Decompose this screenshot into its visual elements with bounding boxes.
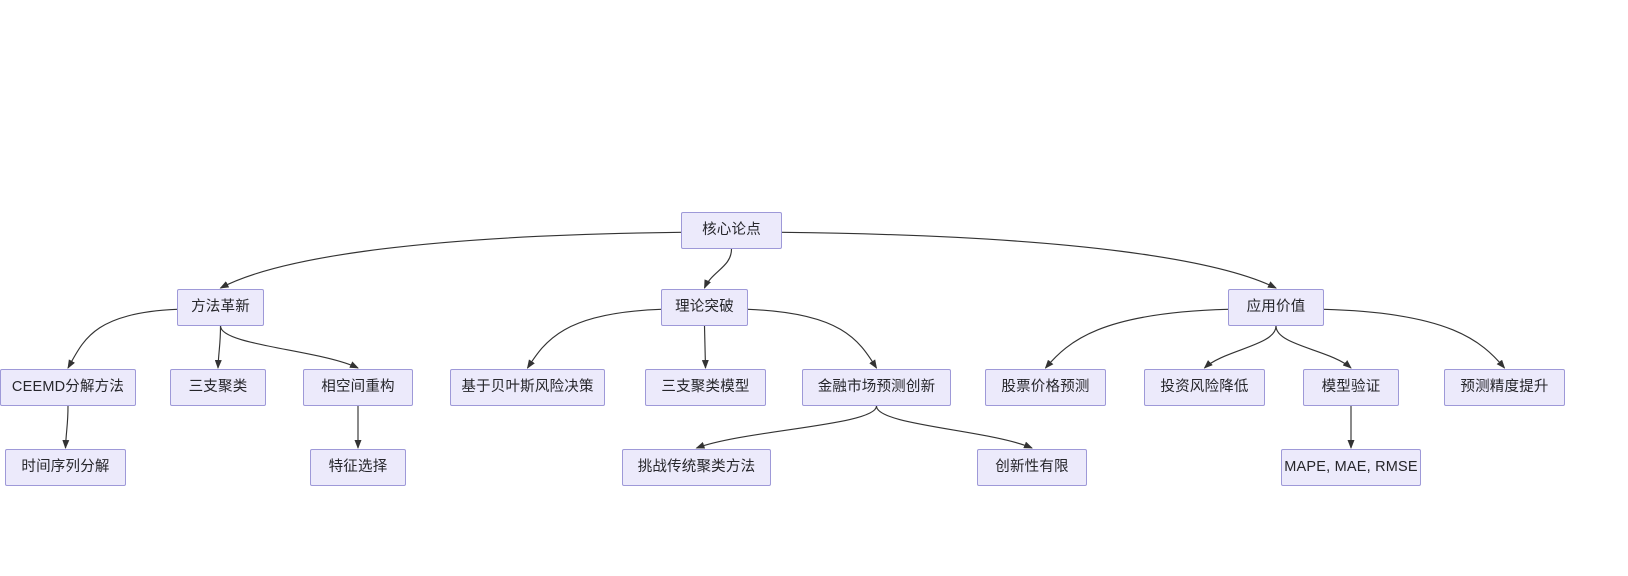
flowchart-edge	[67, 308, 178, 369]
flowchart-node[interactable]: 挑战传统聚类方法	[622, 449, 771, 486]
flowchart-edge	[1275, 325, 1352, 369]
node-label: 核心论点	[702, 222, 761, 239]
flowchart-edge	[781, 231, 1277, 289]
flowchart-node[interactable]: 相空间重构	[303, 369, 413, 406]
node-label: 相空间重构	[321, 379, 395, 396]
flowchart-node[interactable]: MAPE, MAE, RMSE	[1281, 449, 1421, 486]
node-label: 预测精度提升	[1460, 379, 1549, 396]
flowchart-edge	[1323, 308, 1506, 369]
flowchart-node[interactable]: 金融市场预测创新	[802, 369, 951, 406]
node-label: 投资风险降低	[1160, 379, 1249, 396]
flowchart-node[interactable]: 时间序列分解	[5, 449, 126, 486]
flowchart-edge	[875, 405, 1033, 449]
flowchart-edge	[219, 231, 682, 289]
node-label: 三支聚类模型	[661, 379, 750, 396]
node-label: 时间序列分解	[21, 459, 110, 476]
flowchart-edge	[695, 405, 878, 449]
flowchart-node[interactable]: 应用价值	[1228, 289, 1324, 326]
flowchart-node[interactable]: 三支聚类模型	[645, 369, 766, 406]
flowchart-edge	[703, 248, 733, 289]
node-label: 基于贝叶斯风险决策	[461, 379, 594, 396]
flowchart-node[interactable]: 基于贝叶斯风险决策	[450, 369, 605, 406]
node-label: MAPE, MAE, RMSE	[1284, 459, 1418, 476]
flowchart-node[interactable]: 三支聚类	[170, 369, 266, 406]
node-label: 挑战传统聚类方法	[637, 459, 756, 476]
node-label: 股票价格预测	[1001, 379, 1090, 396]
flowchart-node[interactable]: 模型验证	[1303, 369, 1399, 406]
flowchart-edge	[219, 325, 359, 369]
flowchart-node[interactable]: 创新性有限	[977, 449, 1087, 486]
flowchart-edge	[526, 308, 662, 369]
flowchart-edge	[747, 308, 878, 369]
node-label: 创新性有限	[995, 459, 1069, 476]
node-label: 金融市场预测创新	[817, 379, 936, 396]
flowchart-node[interactable]: 股票价格预测	[985, 369, 1106, 406]
flowchart-edge	[62, 405, 70, 449]
flowchart-edge	[1044, 308, 1229, 369]
node-label: 特征选择	[328, 459, 388, 476]
flowchart-node[interactable]: 理论突破	[661, 289, 748, 326]
node-label: 应用价值	[1246, 299, 1306, 316]
node-label: 三支聚类	[188, 379, 248, 396]
node-label: CEEMD分解方法	[11, 379, 125, 396]
node-label: 模型验证	[1321, 379, 1381, 396]
flowchart-edge	[1203, 325, 1277, 369]
flowchart-node[interactable]: 方法革新	[177, 289, 264, 326]
flowchart-node[interactable]: CEEMD分解方法	[0, 369, 136, 406]
edge-paths	[62, 231, 1506, 449]
flowchart-edge	[701, 325, 709, 369]
flowchart-node[interactable]: 预测精度提升	[1444, 369, 1565, 406]
flowchart-node[interactable]: 核心论点	[681, 212, 782, 249]
node-label: 方法革新	[191, 299, 250, 316]
flowchart-node[interactable]: 特征选择	[310, 449, 406, 486]
flowchart-node[interactable]: 投资风险降低	[1144, 369, 1265, 406]
flowchart-edge	[214, 325, 222, 369]
node-label: 理论突破	[675, 299, 734, 316]
